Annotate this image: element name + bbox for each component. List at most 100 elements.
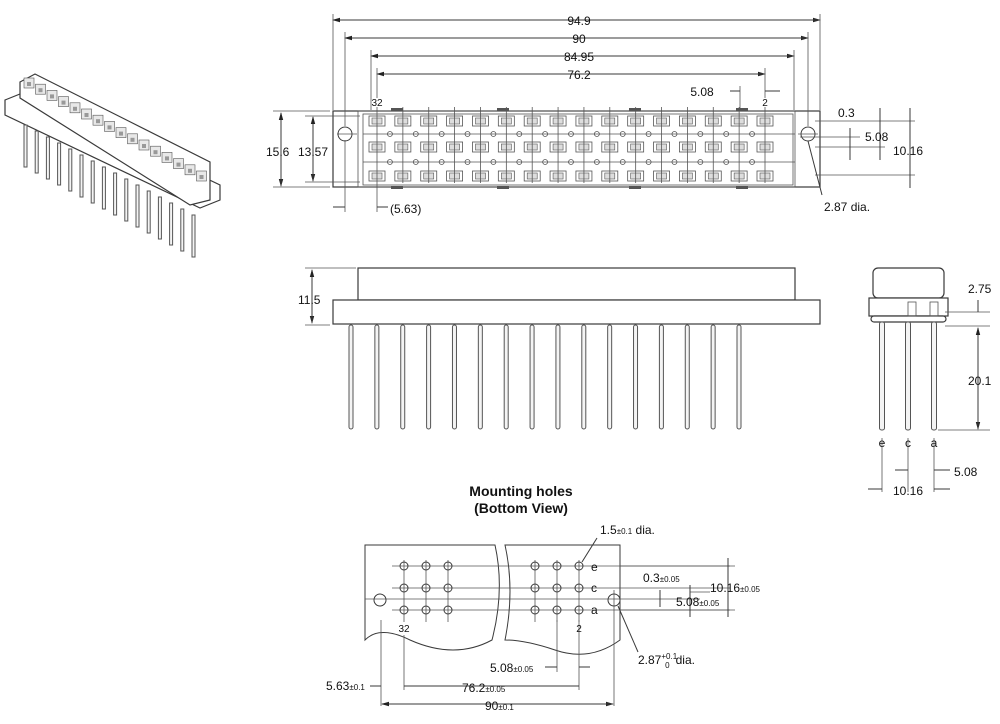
iso-contact-slot — [107, 125, 112, 130]
pin-label-2: 2 — [762, 98, 768, 109]
iso-pin — [90, 160, 95, 204]
dim-body-height: 13.57 — [298, 145, 328, 159]
key — [736, 108, 748, 111]
iso-pin — [101, 166, 106, 210]
pcb-hole — [530, 561, 540, 571]
top-body-outline — [357, 110, 796, 188]
iso-pin — [191, 214, 196, 258]
iso-pin — [157, 196, 162, 240]
dim-side-row-span: 10.16 — [893, 484, 923, 498]
dim-mount-pin-pitch: 5.08±0.05 — [490, 661, 534, 675]
pcb-hole — [552, 605, 562, 615]
key — [629, 186, 641, 189]
pcb-hole — [574, 605, 584, 615]
mount-row-label-c: c — [591, 581, 597, 595]
front-pin — [503, 324, 509, 430]
front-pin — [348, 324, 354, 430]
iso-contact-slot — [38, 88, 43, 93]
iso-pin — [113, 172, 118, 216]
dim-side-row-pitch: 5.08 — [954, 465, 978, 479]
pcb-hole — [421, 605, 431, 615]
pcb-hole — [421, 583, 431, 593]
side-latch — [907, 301, 917, 317]
iso-contact-slot — [73, 106, 77, 111]
iso-contact-slot — [188, 168, 192, 173]
pcb-hole — [443, 583, 453, 593]
dim-body-length: 84.95 — [564, 50, 594, 64]
dim-flange: 2.75 — [968, 282, 992, 296]
iso-pin — [68, 148, 73, 192]
key — [736, 186, 748, 189]
mount-row-label-a: a — [591, 603, 598, 617]
isometric-view — [4, 73, 221, 258]
pcb-hole — [443, 605, 453, 615]
front-pin — [451, 324, 457, 430]
pcb-hole — [421, 561, 431, 571]
front-pin — [426, 324, 432, 430]
iso-contact-slot — [27, 82, 31, 86]
dim-mount-pin-span: 76.2±0.05 — [462, 681, 506, 695]
dim-pin-length: 20.1 — [968, 374, 992, 388]
mounting-title-line2: (Bottom View) — [474, 500, 568, 516]
pcb-hole — [574, 583, 584, 593]
pcb-hole — [399, 583, 409, 593]
iso-pin — [124, 178, 129, 222]
front-view: 11.5 — [298, 267, 821, 430]
front-pin — [529, 324, 535, 430]
dim-row-span: 10.16 — [893, 144, 923, 158]
side-pin — [905, 321, 911, 431]
pcb-hole — [443, 561, 453, 571]
row-label-e: e — [879, 436, 886, 450]
iso-contact-slot — [176, 162, 181, 167]
pcb-hole — [530, 583, 540, 593]
key — [497, 108, 509, 111]
dim-pin-span: 76.2 — [567, 68, 591, 82]
key — [629, 108, 641, 111]
iso-contact-slot — [153, 150, 158, 155]
mount-pin-label-2: 2 — [576, 624, 582, 635]
dim-mount-row-span: 10.16±0.05 — [710, 581, 761, 595]
key — [391, 186, 403, 189]
iso-pin — [135, 184, 140, 228]
side-housing — [872, 267, 945, 299]
iso-pin — [146, 190, 151, 234]
front-pin — [710, 324, 716, 430]
iso-contact-slot — [61, 100, 66, 105]
iso-contact-slot — [50, 94, 54, 99]
row-label-c: c — [905, 436, 911, 450]
front-pin — [736, 324, 742, 430]
front-pin — [477, 324, 483, 430]
iso-contact-slot — [96, 119, 100, 124]
iso-contact-slot — [84, 113, 89, 117]
front-pin — [581, 324, 587, 430]
dim-hole-offset: 0.3 — [838, 106, 855, 120]
dim-mount-first-offset: 5.63±0.1 — [326, 679, 365, 693]
iso-pin — [57, 142, 62, 186]
pcb-hole — [552, 561, 562, 571]
iso-contact-slot — [165, 156, 169, 161]
board-section-right — [504, 544, 621, 655]
iso-contact-slot — [142, 144, 146, 148]
key — [391, 108, 403, 111]
dim-mount-row-pitch: 5.08±0.05 — [676, 595, 720, 609]
front-pin — [555, 324, 561, 430]
front-pin — [658, 324, 664, 430]
dim-mount-hole-dia: 2.87 dia. — [824, 200, 870, 214]
front-pin — [684, 324, 690, 430]
front-pin — [607, 324, 613, 430]
iso-contact-slot — [119, 131, 123, 136]
mount-hole-left — [373, 593, 387, 607]
pcb-hole — [574, 561, 584, 571]
dim-pin-pitch: 5.08 — [690, 85, 714, 99]
front-flange — [332, 299, 821, 325]
dim-row-pitch: 5.08 — [865, 130, 889, 144]
side-pin — [879, 321, 885, 431]
dim-mount-offset: 0.3±0.05 — [643, 571, 680, 585]
dim-height: 11.5 — [298, 293, 321, 307]
mounting-holes-view: Mounting holes (Bottom View) e c a 32 2 … — [326, 483, 761, 713]
dim-overall-height: 15.6 — [266, 145, 290, 159]
iso-pin — [23, 124, 28, 168]
mount-pin-label-32: 32 — [398, 624, 410, 635]
iso-contact-slot — [130, 137, 135, 142]
